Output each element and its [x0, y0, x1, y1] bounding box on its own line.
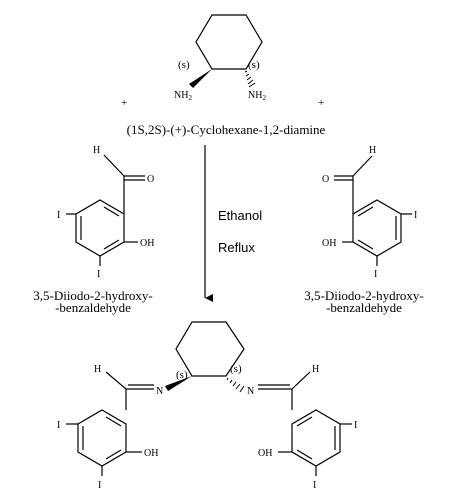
atom-i-ortho: I	[374, 269, 377, 280]
atom-i-left-para: I	[57, 420, 60, 431]
amine-left: NH2	[174, 90, 192, 102]
atom-h-right: H	[312, 364, 319, 375]
atom-h: H	[369, 145, 376, 156]
product-benzene-ring-left	[77, 409, 127, 467]
atom-i-ortho: I	[97, 269, 100, 280]
atom-i-para: I	[414, 210, 417, 221]
atom-oh-right: OH	[258, 448, 272, 459]
atom-n-left: N	[156, 386, 163, 397]
benzene-ring-left	[75, 199, 125, 257]
atom-h-left: H	[94, 364, 101, 375]
atom-i-right-para: I	[354, 420, 357, 431]
aldehyde-right-name-line1: 3,5-Diiodo-2-hydroxy-	[304, 288, 424, 303]
atom-i-para: I	[57, 210, 60, 221]
aldehyde-left-name-line1: 3,5-Diiodo-2-hydroxy-	[33, 288, 153, 303]
atom-n-right: N	[247, 386, 254, 397]
hashed-bond-right	[226, 377, 245, 393]
atom-h: H	[93, 145, 100, 156]
hashed-bond-right	[244, 70, 256, 88]
atom-i-right-ortho: I	[313, 480, 316, 491]
atom-o: O	[322, 174, 329, 185]
product-structure: (s) (s) N N H OH I I H OH I I	[57, 321, 357, 491]
product-cyclohexane-ring	[175, 321, 245, 377]
diamine-name: (1S,2S)-(+)-Cyclohexane-1,2-diamine	[127, 122, 326, 137]
atom-oh: OH	[140, 238, 154, 249]
wedge-bond-left	[165, 376, 192, 391]
aldehyde-right-name-line2: -benzaldehyde	[326, 300, 402, 315]
product-stereo-right: (s)	[230, 363, 242, 375]
cyclohexane-ring	[195, 14, 263, 70]
atom-oh: OH	[322, 238, 336, 249]
wedge-bond-left	[189, 69, 212, 88]
plus-sign-left: +	[121, 97, 127, 109]
aldehyde-left-structure: H O OH I I	[57, 145, 154, 280]
aldehyde-right-structure: H O OH I I	[322, 145, 417, 280]
stereo-label-left: (s)	[178, 59, 190, 71]
atom-i-left-ortho: I	[98, 480, 101, 491]
amine-right: NH2	[248, 90, 266, 102]
product-stereo-left: (s)	[176, 369, 188, 381]
product-benzene-ring-right	[291, 409, 341, 467]
atom-o: O	[147, 174, 154, 185]
condition-solvent: Ethanol	[218, 208, 262, 223]
atom-oh-left: OH	[144, 448, 158, 459]
aldehyde-left-name-line2: -benzaldehyde	[55, 300, 131, 315]
condition-process: Reflux	[218, 240, 255, 255]
stereo-label-right: (s)	[248, 59, 260, 71]
diamine-structure: (s) (s) NH2 NH2	[174, 14, 266, 102]
benzene-ring-right	[352, 199, 402, 257]
plus-sign-right: +	[318, 97, 324, 109]
